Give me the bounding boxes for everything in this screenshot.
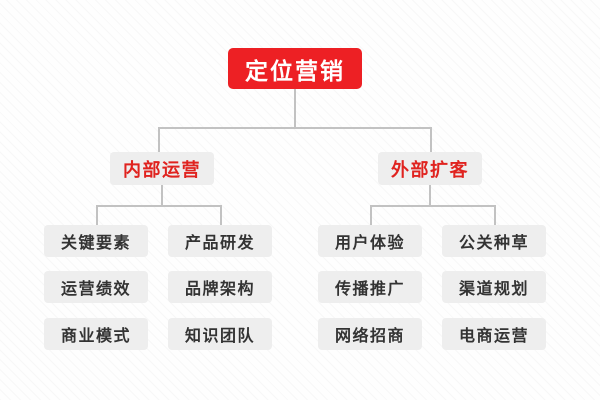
connector-root-trunk xyxy=(294,89,296,128)
connector-right-branch-trunk xyxy=(429,185,431,207)
connector-left-branch-trunk xyxy=(161,185,163,207)
connector-left-leaf-bus xyxy=(96,205,222,207)
leaf-node[interactable]: 网络招商 xyxy=(318,318,422,350)
connector-drop-col-3 xyxy=(370,205,372,226)
root-node[interactable]: 定位营销 xyxy=(228,48,362,89)
connector-drop-branch-right xyxy=(430,127,432,153)
connector-drop-col-1 xyxy=(96,205,98,226)
branch-node-internal-operations[interactable]: 内部运营 xyxy=(110,152,214,185)
connector-drop-col-2 xyxy=(220,205,222,226)
branch-node-external-acquisition[interactable]: 外部扩客 xyxy=(378,152,482,185)
leaf-node[interactable]: 电商运营 xyxy=(442,318,546,350)
leaf-node[interactable]: 运营绩效 xyxy=(44,271,148,303)
leaf-node[interactable]: 传播推广 xyxy=(318,271,422,303)
leaf-node[interactable]: 渠道规划 xyxy=(442,271,546,303)
leaf-node[interactable]: 公关种草 xyxy=(442,225,546,257)
connector-drop-branch-left xyxy=(158,127,160,153)
leaf-node[interactable]: 品牌架构 xyxy=(168,271,272,303)
leaf-node[interactable]: 产品研发 xyxy=(168,225,272,257)
leaf-node[interactable]: 知识团队 xyxy=(168,318,272,350)
leaf-node[interactable]: 用户体验 xyxy=(318,225,422,257)
connector-right-leaf-bus xyxy=(370,205,496,207)
connector-drop-col-4 xyxy=(494,205,496,226)
leaf-node[interactable]: 商业模式 xyxy=(44,318,148,350)
leaf-node[interactable]: 关键要素 xyxy=(44,225,148,257)
connector-level2-bus xyxy=(158,127,432,129)
